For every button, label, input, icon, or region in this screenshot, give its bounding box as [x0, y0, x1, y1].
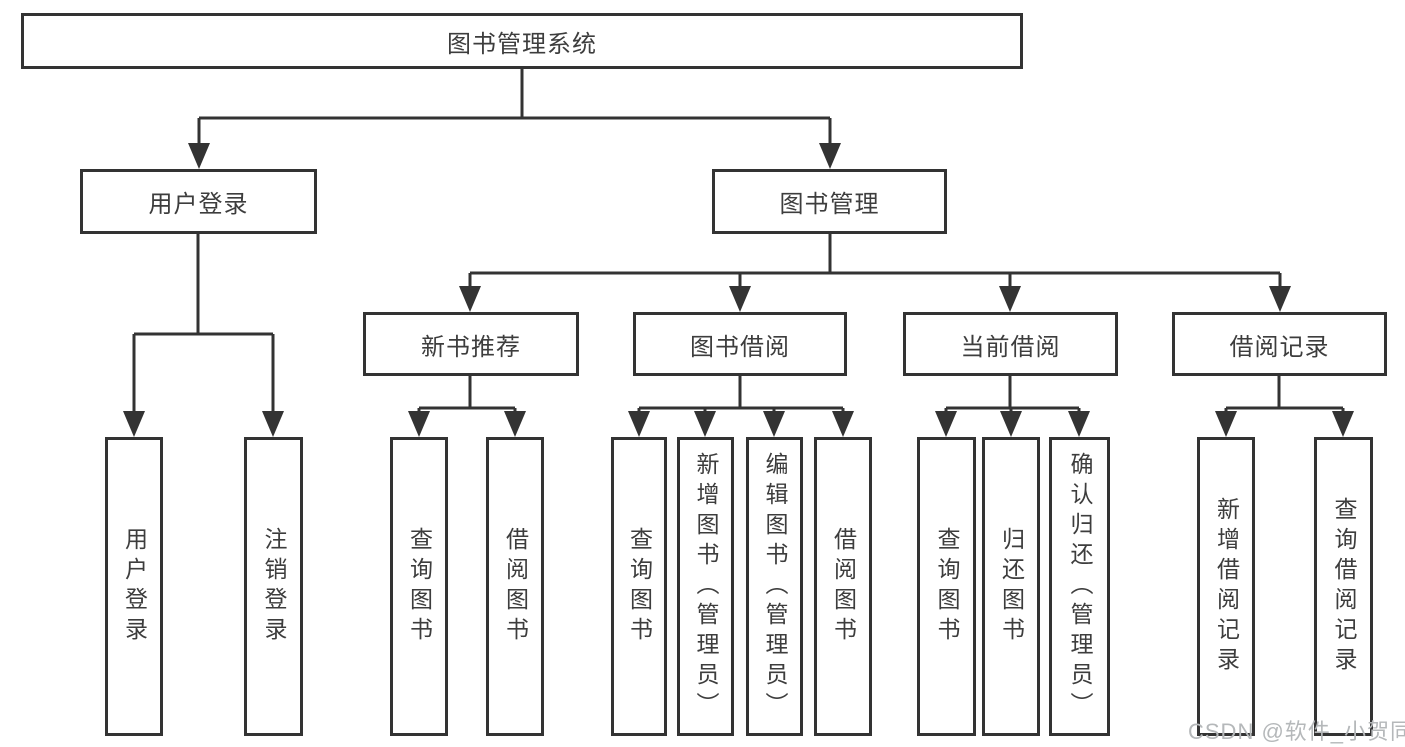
connector-root-to-level2 — [197, 68, 832, 144]
csdn-watermark: CSDN @软件_小贺同学 — [1188, 719, 1405, 744]
connector-currentborrow-to-leaves — [944, 376, 1081, 413]
arrowhead — [459, 286, 481, 312]
connector-bookmgmt-to-level3 — [468, 233, 1282, 288]
leaf-user-login: 用户登录 — [105, 437, 163, 736]
leaf-edit-book-admin: 编辑图书（管理员） — [746, 437, 803, 736]
leaf-add-book-admin: 新增图书（管理员） — [677, 437, 734, 736]
connector-bookborrow-to-leaves — [637, 376, 845, 413]
arrowhead — [832, 411, 854, 437]
leaf-confirm-return-admin: 确认归还（管理员） — [1049, 437, 1110, 736]
node-new-book-recommend-label: 新书推荐 — [421, 333, 521, 361]
leaf-query-books-3: 查询图书 — [917, 437, 976, 736]
leaf-borrow-books-2-label: 借阅图书 — [830, 526, 857, 647]
connector-borrowrecords-to-leaves — [1224, 376, 1345, 413]
leaf-logout-login-label: 注销登录 — [261, 526, 287, 647]
connector-newbook-to-leaves — [417, 376, 517, 413]
node-new-book-recommend: 新书推荐 — [363, 312, 579, 376]
leaf-query-books-2-label: 查询图书 — [626, 526, 653, 647]
leaf-query-books-1: 查询图书 — [390, 437, 448, 736]
node-borrow-records-label: 借阅记录 — [1229, 333, 1330, 361]
leaf-add-borrow-record: 新增借阅记录 — [1197, 437, 1255, 736]
node-book-management: 图书管理 — [712, 169, 947, 234]
leaf-edit-book-admin-label: 编辑图书（管理员） — [762, 451, 788, 722]
arrowhead — [763, 411, 785, 437]
arrowhead — [1332, 411, 1354, 437]
node-library-system-label: 图书管理系统 — [447, 30, 597, 58]
leaf-borrow-books-2: 借阅图书 — [814, 437, 872, 736]
leaf-add-book-admin-label: 新增图书（管理员） — [693, 451, 719, 722]
leaf-borrow-books-1: 借阅图书 — [486, 437, 544, 736]
arrowhead — [935, 411, 957, 437]
arrowhead — [1215, 411, 1237, 437]
leaf-user-login-label: 用户登录 — [121, 526, 148, 647]
leaf-confirm-return-admin-label: 确认归还（管理员） — [1067, 451, 1093, 722]
node-borrow-records: 借阅记录 — [1172, 312, 1387, 376]
arrowhead — [1000, 411, 1022, 437]
node-user-login-label: 用户登录 — [148, 191, 249, 218]
arrowhead — [1068, 411, 1090, 437]
arrowhead — [123, 411, 145, 437]
leaf-query-books-3-label: 查询图书 — [934, 526, 960, 647]
node-book-management-label: 图书管理 — [779, 191, 880, 218]
node-current-borrow-label: 当前借阅 — [960, 333, 1061, 361]
leaf-return-book-label: 归还图书 — [998, 526, 1025, 647]
arrowhead — [408, 411, 430, 437]
arrowhead — [819, 143, 841, 169]
arrowhead — [628, 411, 650, 437]
arrowhead — [504, 411, 526, 437]
node-current-borrow: 当前借阅 — [903, 312, 1118, 376]
arrowhead — [1269, 286, 1291, 312]
arrowhead — [694, 411, 716, 437]
leaf-logout-login: 注销登录 — [244, 437, 303, 736]
leaf-borrow-books-1-label: 借阅图书 — [502, 526, 529, 647]
leaf-query-borrow-record-label: 查询借阅记录 — [1331, 496, 1357, 677]
arrowhead — [262, 411, 284, 437]
node-library-system: 图书管理系统 — [21, 13, 1023, 69]
arrowhead — [999, 286, 1021, 312]
node-book-borrow-label: 图书借阅 — [690, 333, 790, 361]
leaf-query-books-2: 查询图书 — [611, 437, 667, 736]
connector-userlogin-to-leaves — [132, 233, 275, 413]
leaf-query-books-1-label: 查询图书 — [406, 526, 433, 647]
node-book-borrow: 图书借阅 — [633, 312, 847, 376]
node-user-login: 用户登录 — [80, 169, 317, 234]
leaf-add-borrow-record-label: 新增借阅记录 — [1213, 496, 1240, 677]
leaf-query-borrow-record: 查询借阅记录 — [1314, 437, 1373, 736]
arrowhead — [729, 286, 751, 312]
leaf-return-book: 归还图书 — [982, 437, 1040, 736]
arrowhead — [188, 143, 210, 169]
